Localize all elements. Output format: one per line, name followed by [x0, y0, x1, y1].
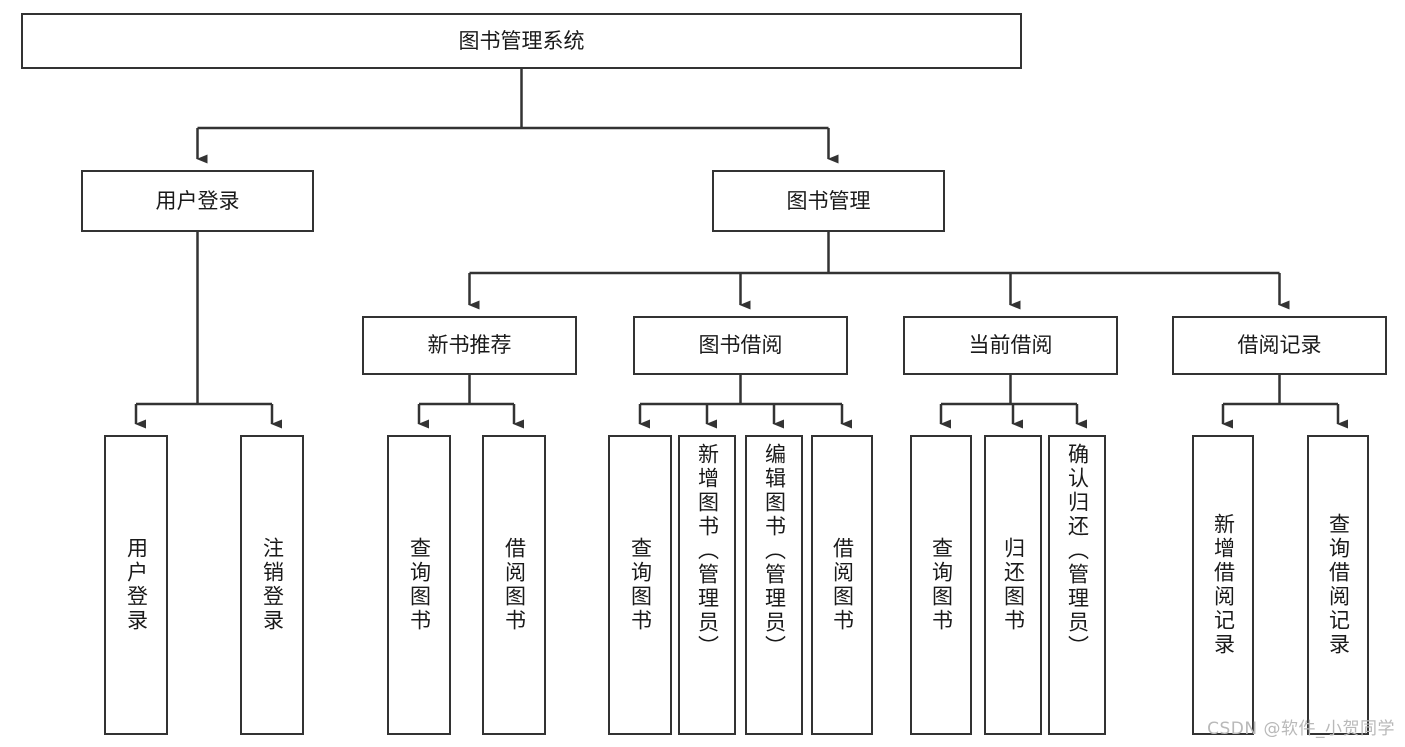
node-leaf-query-book-1[interactable]: 查询图书 [387, 435, 451, 735]
node-label: 图书借阅 [698, 333, 783, 358]
node-label: 注销登录 [260, 537, 285, 633]
node-leaf-borrow-book-1[interactable]: 借阅图书 [482, 435, 546, 735]
node-label: 借阅图书 [502, 537, 527, 633]
node-book-manage[interactable]: 图书管理 [712, 170, 945, 232]
node-current-borrow[interactable]: 当前借阅 [903, 316, 1118, 375]
node-label: 图书管理系统 [458, 28, 585, 53]
node-leaf-borrow-book-2[interactable]: 借阅图书 [811, 435, 873, 735]
node-leaf-query-record[interactable]: 查询借阅记录 [1307, 435, 1369, 735]
node-label: 新书推荐 [427, 333, 512, 358]
node-label: 图书管理 [786, 188, 871, 213]
node-leaf-user-login[interactable]: 用户登录 [104, 435, 168, 735]
node-label: 确认归还（管理员） [1065, 443, 1090, 659]
node-new-book-rec[interactable]: 新书推荐 [362, 316, 577, 375]
node-label: 新增图书（管理员） [695, 443, 720, 659]
node-label: 当前借阅 [968, 333, 1053, 358]
node-user-login[interactable]: 用户登录 [81, 170, 314, 232]
node-label: 新增借阅记录 [1211, 513, 1236, 657]
node-label: 用户登录 [124, 537, 149, 633]
node-leaf-add-book[interactable]: 新增图书（管理员） [678, 435, 736, 735]
node-label: 归还图书 [1001, 537, 1026, 633]
node-leaf-user-logout[interactable]: 注销登录 [240, 435, 304, 735]
node-leaf-query-book-2[interactable]: 查询图书 [608, 435, 672, 735]
node-label: 查询图书 [407, 537, 432, 633]
node-label: 借阅图书 [830, 537, 855, 633]
node-label: 用户登录 [155, 188, 240, 213]
node-leaf-confirm-return[interactable]: 确认归还（管理员） [1048, 435, 1106, 735]
node-leaf-add-record[interactable]: 新增借阅记录 [1192, 435, 1254, 735]
node-book-borrow[interactable]: 图书借阅 [633, 316, 848, 375]
node-label: 借阅记录 [1237, 333, 1322, 358]
node-borrow-record[interactable]: 借阅记录 [1172, 316, 1387, 375]
node-label: 编辑图书（管理员） [762, 443, 787, 659]
node-label: 查询图书 [628, 537, 653, 633]
node-leaf-return-book[interactable]: 归还图书 [984, 435, 1042, 735]
node-label: 查询图书 [929, 537, 954, 633]
node-root[interactable]: 图书管理系统 [21, 13, 1022, 69]
node-leaf-query-book-3[interactable]: 查询图书 [910, 435, 972, 735]
node-label: 查询借阅记录 [1326, 513, 1351, 657]
node-leaf-edit-book[interactable]: 编辑图书（管理员） [745, 435, 803, 735]
